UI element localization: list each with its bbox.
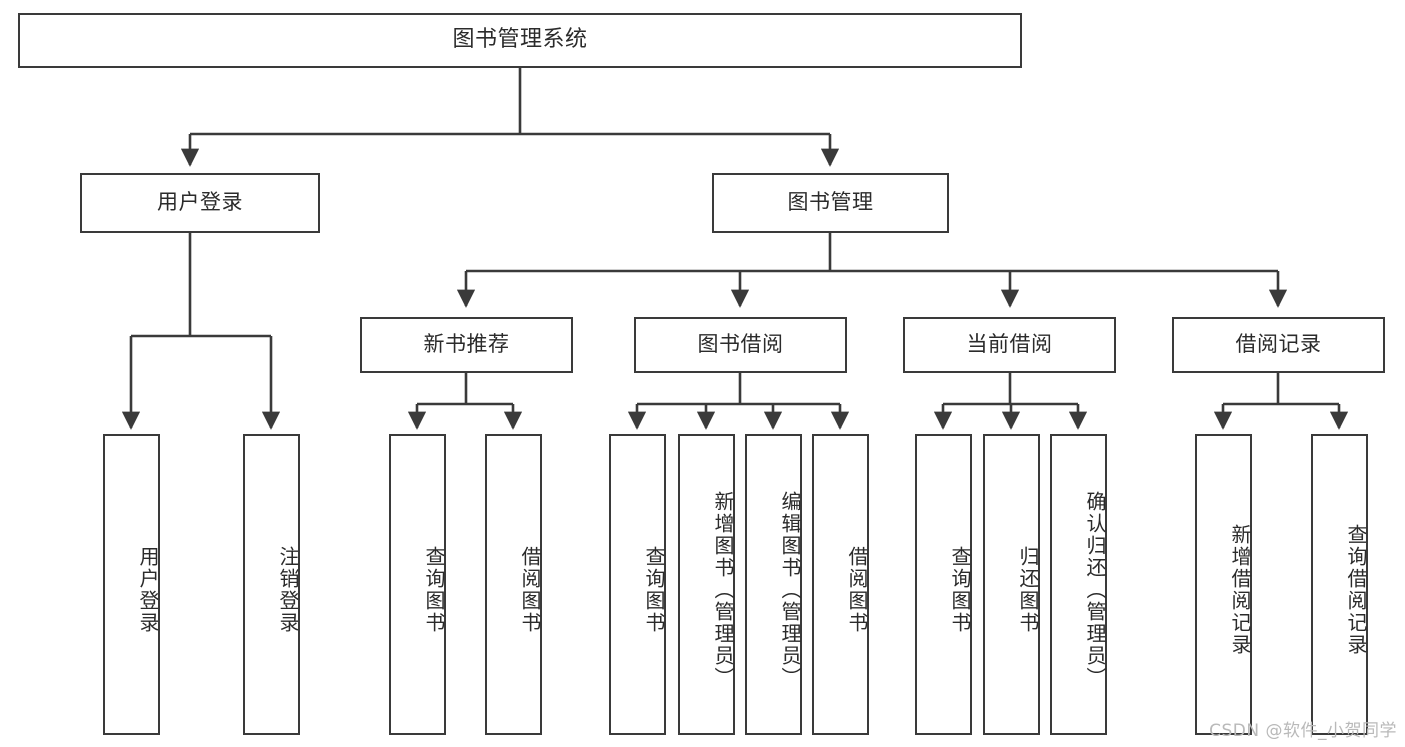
- watermark-text: CSDN @软件_小贺同学: [1209, 721, 1397, 741]
- leaf-query-book-current[interactable]: 查询图书: [915, 434, 972, 735]
- node-root-system[interactable]: 图书管理系统: [18, 13, 1022, 68]
- leaf-query-book-borrow[interactable]: 查询图书: [609, 434, 666, 735]
- leaf-borrow-book[interactable]: 借阅图书: [812, 434, 869, 735]
- node-label: 当前借阅: [966, 332, 1053, 357]
- leaf-return-book[interactable]: 归还图书: [983, 434, 1040, 735]
- node-label: 图书借阅: [697, 332, 784, 357]
- node-label: 用户登录: [136, 545, 160, 634]
- leaf-user-login[interactable]: 用户登录: [103, 434, 160, 735]
- node-label: 查询借阅记录: [1344, 523, 1368, 656]
- leaf-confirm-return-admin[interactable]: 确认归还（管理员）: [1050, 434, 1107, 735]
- node-label: 确认归还（管理员）: [1083, 490, 1107, 689]
- node-label: 注销登录: [276, 545, 300, 634]
- leaf-user-logout[interactable]: 注销登录: [243, 434, 300, 735]
- node-label: 借阅记录: [1235, 332, 1322, 357]
- leaf-add-book-admin[interactable]: 新增图书（管理员）: [678, 434, 735, 735]
- node-current-borrow[interactable]: 当前借阅: [903, 317, 1116, 373]
- node-label: 查询图书: [948, 545, 972, 634]
- leaf-edit-book-admin[interactable]: 编辑图书（管理员）: [745, 434, 802, 735]
- node-book-management[interactable]: 图书管理: [712, 173, 949, 233]
- node-label: 查询图书: [422, 545, 446, 634]
- node-label: 新增图书（管理员）: [711, 490, 735, 689]
- node-label: 新书推荐: [423, 332, 510, 357]
- node-label: 借阅图书: [845, 545, 869, 634]
- leaf-query-book-recommend[interactable]: 查询图书: [389, 434, 446, 735]
- node-label: 新增借阅记录: [1228, 523, 1252, 656]
- leaf-borrow-book-recommend[interactable]: 借阅图书: [485, 434, 542, 735]
- node-label: 归还图书: [1016, 545, 1040, 634]
- leaf-query-borrow-record[interactable]: 查询借阅记录: [1311, 434, 1368, 735]
- leaf-add-borrow-record[interactable]: 新增借阅记录: [1195, 434, 1252, 735]
- node-label: 借阅图书: [518, 545, 542, 634]
- node-new-book-recommend[interactable]: 新书推荐: [360, 317, 573, 373]
- node-label: 编辑图书（管理员）: [778, 490, 802, 689]
- node-book-borrow[interactable]: 图书借阅: [634, 317, 847, 373]
- node-borrow-record[interactable]: 借阅记录: [1172, 317, 1385, 373]
- node-label: 图书管理: [787, 190, 874, 215]
- node-label: 查询图书: [642, 545, 666, 634]
- node-label: 用户登录: [157, 190, 243, 215]
- node-label: 图书管理系统: [452, 27, 588, 53]
- node-user-login[interactable]: 用户登录: [80, 173, 320, 233]
